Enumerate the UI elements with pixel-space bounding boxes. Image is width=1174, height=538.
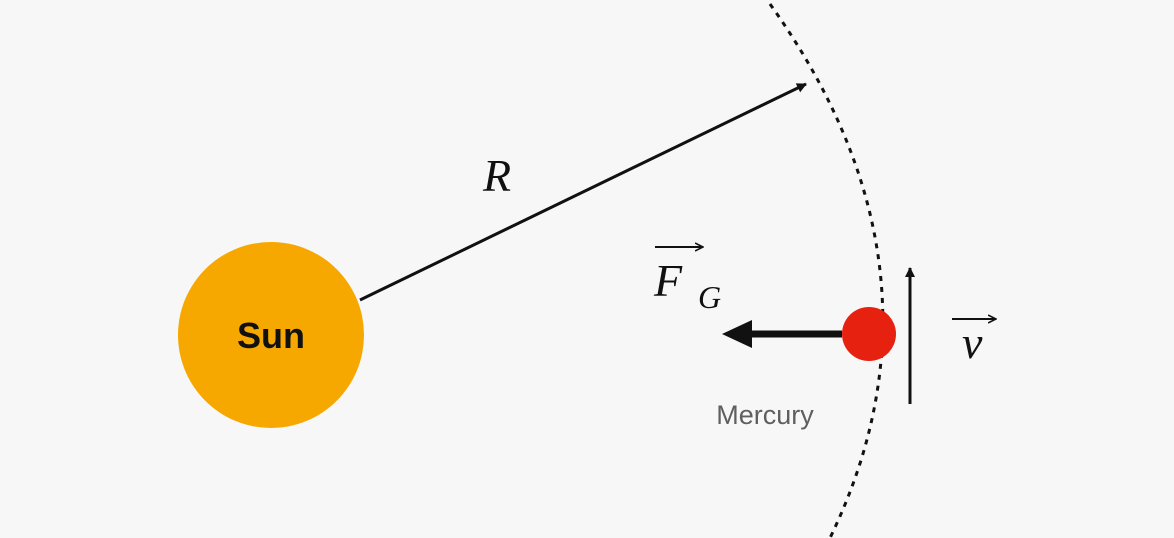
radius-label: R xyxy=(482,150,511,201)
mercury-label: Mercury xyxy=(716,400,814,430)
velocity-label: v xyxy=(952,317,996,368)
sun-label: Sun xyxy=(237,315,305,356)
gravity-force-subscript: G xyxy=(698,279,721,315)
mercury-planet xyxy=(842,307,896,361)
gravity-force-arrowhead xyxy=(722,320,752,348)
gravity-force-symbol: F xyxy=(653,255,683,306)
sun xyxy=(178,242,364,428)
orbit-path xyxy=(768,3,885,538)
radius-arrow xyxy=(359,82,807,302)
velocity-symbol: v xyxy=(962,317,983,368)
gravity-force-label: F G xyxy=(653,247,721,315)
